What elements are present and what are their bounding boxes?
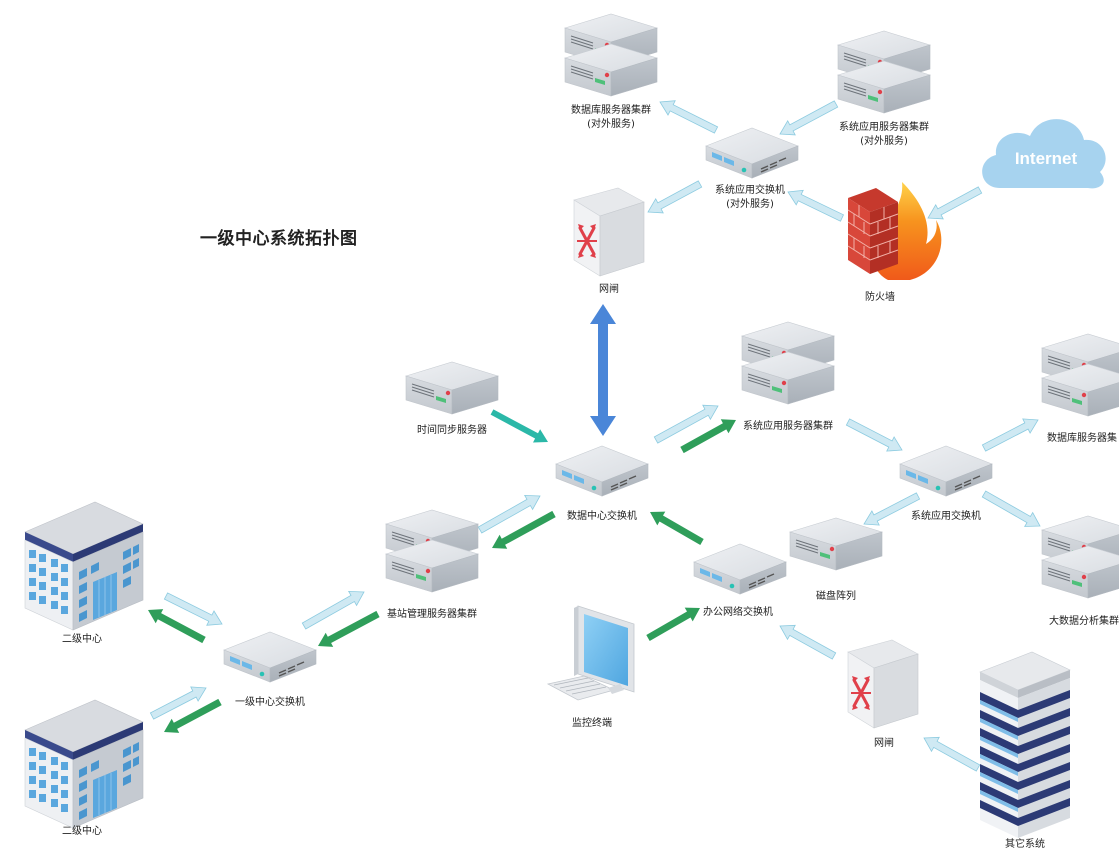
app-switch-external-line1: 系统应用交换机 bbox=[715, 185, 785, 196]
arrow-app-switch-to-db-right bbox=[981, 418, 1039, 452]
db-cluster-right-label: 数据库服务器集 bbox=[1047, 433, 1117, 444]
arrow-timesync-to-dc bbox=[490, 409, 548, 443]
app-switch-icon bbox=[899, 445, 993, 497]
arrow-gateway-bottom-to-office bbox=[779, 624, 837, 660]
office-switch-icon bbox=[693, 543, 787, 595]
arrow-app-switch-to-disk bbox=[863, 492, 921, 526]
db-cluster-external-line2: (对外服务) bbox=[587, 119, 635, 130]
disk-array-icon bbox=[789, 517, 883, 571]
arrow-base-to-level1 bbox=[318, 610, 380, 647]
datacenter-switch-icon bbox=[555, 445, 649, 497]
arrow-other-to-gateway bbox=[923, 736, 981, 772]
arrow-app-ext-to-switch-ext bbox=[779, 100, 839, 136]
app-server-cluster-external-line2: (对外服务) bbox=[860, 136, 908, 147]
arrow-app-cluster-to-dc bbox=[680, 419, 736, 454]
bigdata-cluster-label: 大数据分析集群 bbox=[1049, 616, 1119, 627]
app-server-cluster-external-label: 系统应用服务器集群 (对外服务) bbox=[839, 121, 929, 149]
db-cluster-external-icon bbox=[564, 13, 658, 97]
arrow-dc-to-app-cluster bbox=[653, 404, 719, 444]
monitor-terminal-label: 监控终端 bbox=[572, 718, 612, 729]
app-switch-external-label: 系统应用交换机 (对外服务) bbox=[715, 184, 785, 212]
secondary-center-2-label: 二级中心 bbox=[62, 826, 102, 837]
diagram-title: 一级中心系统拓扑图 bbox=[200, 229, 358, 249]
internet-label: Internet bbox=[1015, 149, 1078, 168]
time-sync-server-icon bbox=[405, 361, 499, 415]
arrow-sc1-to-level1 bbox=[163, 592, 223, 626]
level1-switch-icon bbox=[223, 631, 317, 683]
arrow-level1-to-sc2 bbox=[164, 698, 222, 733]
arrow-level1-to-base bbox=[301, 590, 365, 630]
gateway-bottom-label: 网闸 bbox=[874, 738, 894, 749]
level1-switch-label: 一级中心交换机 bbox=[235, 697, 305, 708]
base-station-cluster-label: 基站管理服务器集群 bbox=[387, 609, 477, 620]
arrow-app-switch-to-bigdata bbox=[981, 490, 1041, 527]
connection-arrows bbox=[148, 100, 1041, 772]
arrow-app-cluster-to-app-switch bbox=[845, 418, 903, 452]
office-switch-label: 办公网络交换机 bbox=[703, 607, 773, 618]
arrow-firewall-to-switch-ext bbox=[787, 189, 845, 222]
arrow-sc2-to-level1 bbox=[149, 686, 207, 720]
app-switch-external-line2: (对外服务) bbox=[726, 199, 774, 210]
secondary-center-2-icon bbox=[24, 699, 144, 829]
other-system-icon bbox=[979, 651, 1071, 838]
time-sync-server-label: 时间同步服务器 bbox=[417, 425, 487, 436]
db-cluster-external-line1: 数据库服务器集群 bbox=[571, 105, 651, 116]
app-server-cluster-label: 系统应用服务器集群 bbox=[743, 421, 833, 432]
app-server-cluster-external-line1: 系统应用服务器集群 bbox=[839, 122, 929, 133]
db-cluster-right-icon bbox=[1041, 333, 1119, 417]
gateway-top-icon bbox=[572, 186, 646, 278]
app-server-cluster-external-icon bbox=[837, 30, 931, 114]
firewall-icon bbox=[847, 182, 942, 280]
arrow-office-to-dc bbox=[650, 511, 704, 545]
arrow-level1-to-sc1 bbox=[148, 609, 206, 644]
base-station-cluster-icon bbox=[385, 509, 479, 593]
disk-array-label: 磁盘阵列 bbox=[816, 591, 856, 602]
app-switch-external-icon bbox=[705, 127, 799, 179]
bigdata-cluster-icon bbox=[1041, 515, 1119, 599]
other-system-label: 其它系统 bbox=[1005, 839, 1045, 850]
arrow-monitor-to-office bbox=[646, 607, 700, 641]
gateway-top-label: 网闸 bbox=[599, 284, 619, 295]
arrow-base-to-dc bbox=[477, 494, 541, 534]
secondary-center-1-label: 二级中心 bbox=[62, 634, 102, 645]
gateway-bottom-icon bbox=[846, 638, 920, 730]
db-cluster-external-label: 数据库服务器集群 (对外服务) bbox=[571, 104, 651, 132]
arrow-gateway-dc-bidirectional bbox=[590, 304, 616, 436]
app-server-cluster-icon bbox=[741, 321, 835, 405]
arrow-switch-ext-to-db-ext bbox=[659, 100, 719, 134]
arrow-internet-to-firewall bbox=[927, 186, 983, 220]
internet-cloud-icon: Internet bbox=[982, 119, 1106, 189]
datacenter-switch-label: 数据中心交换机 bbox=[567, 511, 637, 522]
firewall-label: 防火墙 bbox=[865, 292, 895, 303]
app-switch-label: 系统应用交换机 bbox=[911, 511, 981, 522]
monitor-terminal-icon bbox=[546, 605, 635, 701]
arrow-switch-ext-to-gateway bbox=[647, 180, 703, 214]
secondary-center-1-icon bbox=[24, 501, 144, 631]
arrow-dc-to-base bbox=[492, 510, 556, 549]
